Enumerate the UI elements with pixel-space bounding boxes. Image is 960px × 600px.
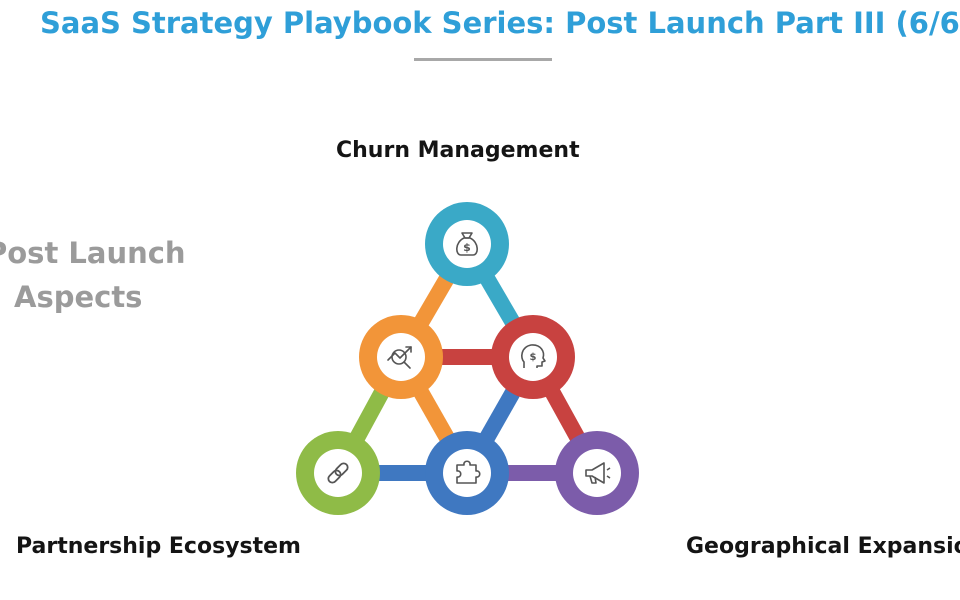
dollar-head-icon: $	[521, 344, 546, 368]
node-bottom-left	[296, 431, 380, 515]
node-top: $	[425, 202, 509, 286]
svg-text:$: $	[463, 241, 471, 254]
title-underline	[414, 58, 552, 61]
label-churn-management: Churn Management	[336, 138, 580, 163]
node-bottom-center	[425, 431, 509, 515]
node-bottom-right	[555, 431, 639, 515]
node-mid-left	[359, 315, 443, 399]
label-partnership-ecosystem: Partnership Ecosystem	[16, 534, 301, 559]
svg-text:$: $	[530, 352, 537, 363]
side-label-line2: Aspects	[14, 280, 143, 314]
side-label-line1: Post Launch	[0, 236, 186, 270]
node-mid-right: $	[491, 315, 575, 399]
label-geographical-expansion: Geographical Expansion	[686, 534, 960, 559]
puzzle-icon	[456, 460, 481, 484]
slide-title: SaaS Strategy Playbook Series: Post Laun…	[40, 6, 960, 40]
growth-chart-icon	[387, 346, 412, 369]
megaphone-icon	[585, 462, 611, 484]
money-bag-icon: $	[456, 232, 478, 256]
chain-link-icon	[327, 462, 349, 484]
